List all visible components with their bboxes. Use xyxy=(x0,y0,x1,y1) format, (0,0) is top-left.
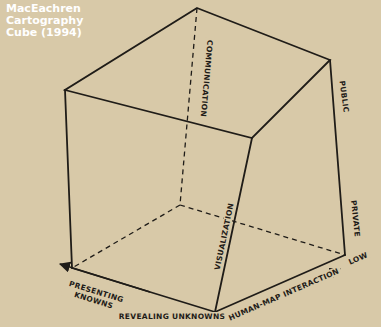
diagram-title: MacEachren Cartography Cube (1994) xyxy=(6,3,88,39)
cube-edge xyxy=(215,138,252,312)
cube-edge xyxy=(215,255,345,312)
cube-edge xyxy=(65,90,72,268)
axis-end-label: LOW xyxy=(345,249,371,267)
axis-label: HUMAN-MAP INTERACTION xyxy=(226,265,343,323)
cube-top-face xyxy=(65,8,330,138)
hidden-edge xyxy=(180,205,345,255)
axis-end-label: PRIVATE xyxy=(348,197,361,239)
axis-label: COMMUNICATION xyxy=(199,37,215,119)
hidden-edges xyxy=(72,8,345,268)
axis-end-label: PRESENTING KNOWNS xyxy=(61,278,129,315)
hidden-edge xyxy=(72,205,180,268)
axis-end-label: REVEALING UNKNOWNS xyxy=(117,312,227,321)
axis-label: VISUALIZATION xyxy=(212,200,236,273)
hidden-edge xyxy=(180,8,197,205)
cube-edges xyxy=(65,8,345,312)
axis-end-label: PUBLIC xyxy=(337,77,351,114)
